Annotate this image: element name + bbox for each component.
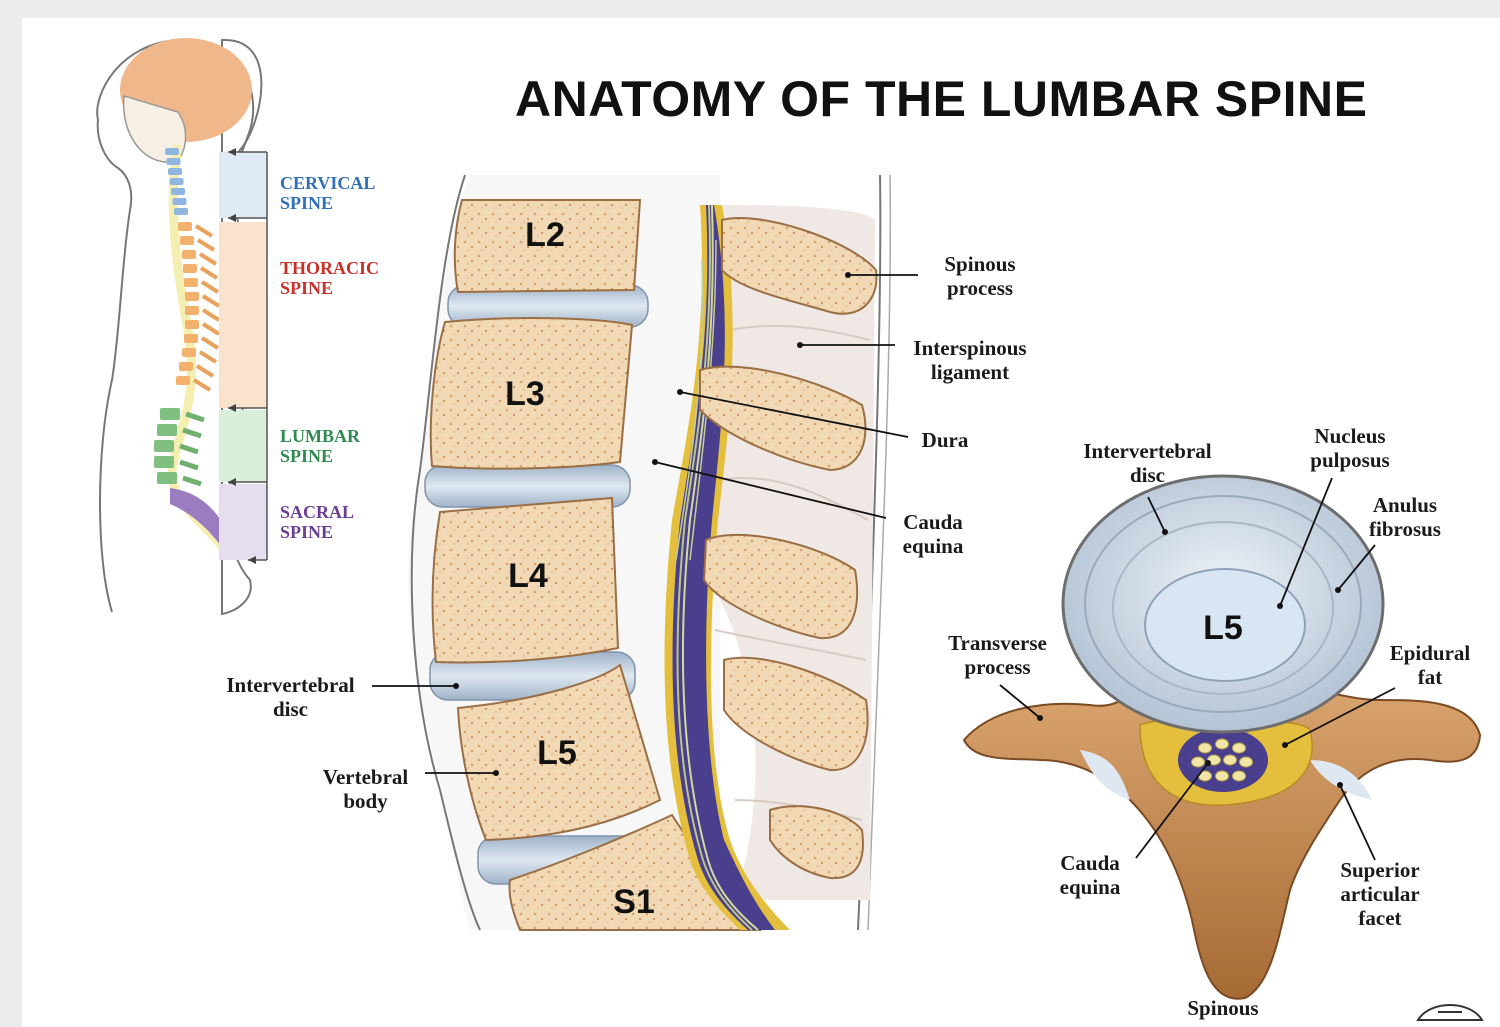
nerve-root — [1215, 770, 1229, 782]
nerve-root — [1198, 742, 1212, 754]
region-bars — [219, 148, 268, 564]
mini-cervical-segment — [171, 188, 185, 195]
spinous-process — [721, 217, 878, 315]
mini-thoracic-process — [200, 280, 220, 294]
axial-leaders — [999, 477, 1396, 861]
axial-label-transverse-process: Transverse process — [948, 631, 1047, 679]
mini-cervical-segment — [172, 198, 187, 205]
label-spinous-process: Spinous process — [944, 252, 1016, 300]
vertebra-label-l5: L5 — [537, 734, 577, 772]
mini-thoracic-segment — [176, 376, 190, 385]
mini-lumbar-process — [182, 427, 202, 439]
axial-leader-dots — [1037, 529, 1343, 788]
mini-thoracic-segment — [184, 334, 198, 343]
spinous-processes — [699, 217, 878, 880]
axial-label-anulus-fibrosus: Anulus fibrosus — [1369, 493, 1441, 541]
nucleus-pulposus — [1144, 568, 1306, 682]
label-cauda-equina: Cauda equina — [902, 510, 964, 558]
mini-thoracic-process — [200, 336, 220, 350]
spinous-process — [702, 533, 859, 640]
label-interspinous-ligament: Interspinous ligament — [913, 336, 1027, 384]
mini-cervical-segment — [168, 168, 182, 175]
mini-lumbar-segment — [157, 424, 177, 436]
mini-cervical-segment — [174, 208, 188, 215]
region-cervical-label: CERVICAL SPINE — [280, 173, 376, 213]
axial-label-epidural-fat: Epidural fat — [1389, 641, 1471, 689]
mini-thoracic-segment — [180, 236, 194, 245]
axial-label-nucleus-pulposus: Nucleus pulposus — [1310, 424, 1390, 472]
vertebra-label-axial-l5: L5 — [1203, 609, 1243, 647]
mini-thoracic-segment — [185, 292, 199, 301]
axial-label-superior-articular-facet: Superior articular facet — [1340, 858, 1420, 930]
mini-thoracic-vertebrae — [176, 222, 221, 392]
spinous-process — [769, 805, 864, 880]
mini-thoracic-segment — [185, 306, 199, 315]
axial-vertebra — [962, 474, 1482, 1000]
axial-label-spinous: Spinous — [1187, 996, 1259, 1020]
mini-lumbar-process — [179, 443, 199, 455]
body-figure — [96, 38, 263, 616]
nerve-root — [1232, 770, 1246, 782]
region-lumbar-label: LUMBAR SPINE — [280, 426, 360, 466]
vertebra-label-l3: L3 — [505, 375, 545, 413]
mini-lumbar-process — [182, 475, 202, 487]
mini-thoracic-process — [194, 224, 214, 238]
nerve-root — [1232, 742, 1246, 754]
spinous-process — [723, 656, 869, 772]
page-title: ANATOMY OF THE LUMBAR SPINE — [515, 71, 1368, 127]
label-vertebral-body: Vertebral body — [322, 765, 409, 813]
mini-thoracic-process — [201, 308, 221, 322]
nerve-root — [1239, 756, 1253, 768]
label-dura: Dura — [921, 428, 969, 452]
mini-thoracic-process — [201, 322, 221, 336]
vertebral-body — [429, 317, 634, 470]
mini-cervical-vertebrae — [165, 148, 188, 215]
mini-thoracic-segment — [185, 320, 199, 329]
mini-thoracic-segment — [179, 362, 193, 371]
mini-thoracic-segment — [184, 278, 198, 287]
region-thoracic-label: THORACIC SPINE — [280, 258, 380, 298]
mini-lumbar-segment — [157, 472, 177, 484]
spinal-canal — [664, 204, 790, 931]
vertebral-body — [431, 496, 620, 664]
region-sacral-label: SACRAL SPINE — [280, 502, 355, 542]
nerve-root — [1223, 754, 1237, 766]
mini-lumbar-process — [185, 411, 205, 423]
mini-lumbar-segment — [160, 408, 180, 420]
sagittal-leaders — [372, 274, 918, 774]
nerve-root — [1215, 738, 1229, 750]
vertebra-label-s1: S1 — [613, 883, 655, 921]
axial-label-cauda-equina: Cauda equina — [1059, 851, 1121, 899]
vertebra-label-l4: L4 — [508, 557, 548, 595]
mini-lumbar-segment — [154, 440, 174, 452]
mini-thoracic-segment — [183, 264, 197, 273]
axial-label-intervertebral-disc: Intervertebral disc — [1083, 439, 1212, 487]
mini-thoracic-process — [201, 294, 221, 308]
mini-lumbar-segment — [154, 456, 174, 468]
mini-thoracic-segment — [182, 250, 196, 259]
mini-thoracic-process — [199, 266, 219, 280]
nerve-root — [1191, 756, 1205, 768]
spinous-process — [699, 365, 867, 472]
vertebral-body — [453, 199, 642, 294]
mini-cervical-segment — [165, 148, 179, 155]
mini-thoracic-process — [195, 364, 215, 378]
mini-lumbar-vertebrae — [154, 408, 205, 487]
mini-thoracic-segment — [178, 222, 192, 231]
mini-thoracic-segment — [182, 348, 196, 357]
mini-thoracic-process — [196, 238, 216, 252]
mini-thoracic-process — [198, 350, 218, 364]
mini-cervical-segment — [169, 178, 184, 185]
mini-thoracic-process — [192, 378, 212, 392]
vertebral-bodies — [429, 199, 762, 931]
mini-thoracic-process — [198, 252, 218, 266]
sagittal-leader-dots — [453, 272, 851, 776]
mini-lumbar-process — [179, 459, 199, 471]
label-intervertebral-disc: Intervertebral disc — [226, 673, 355, 721]
mini-cervical-segment — [166, 158, 181, 165]
vertebra-label-l2: L2 — [525, 216, 565, 254]
vertebral-body — [456, 663, 662, 842]
publisher-logo-icon — [1416, 1004, 1484, 1021]
